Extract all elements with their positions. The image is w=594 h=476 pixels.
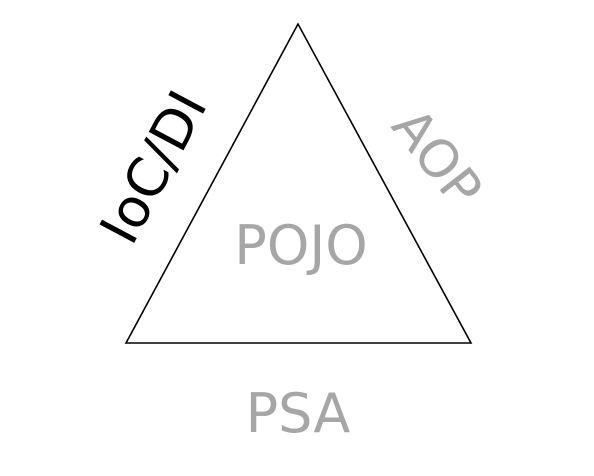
triangle-outline bbox=[124, 22, 473, 344]
label-psa: PSA bbox=[246, 382, 351, 445]
label-pojo: POJO bbox=[234, 214, 368, 277]
